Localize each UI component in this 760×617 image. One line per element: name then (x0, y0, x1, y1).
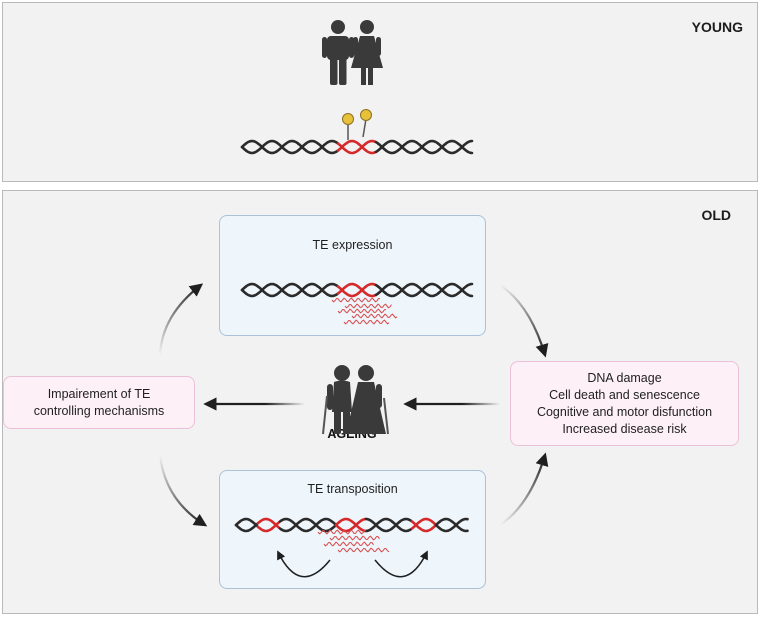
dna-helix-icon (240, 282, 474, 298)
dna-strand (240, 282, 340, 298)
rna-strand (351, 313, 398, 319)
te-segment (334, 517, 368, 533)
dna-strand (434, 517, 469, 533)
old-label: OLD (701, 207, 731, 223)
te-segment (334, 517, 368, 533)
consequence-dna-damage: DNA damage (587, 371, 662, 385)
jump-arrow-left (277, 550, 331, 578)
te-transposition-title: TE transposition (307, 482, 398, 496)
elderly-couple-icon (322, 365, 389, 435)
dna-strand (278, 517, 337, 533)
dna-strand (240, 139, 340, 155)
arrow-expression-to-consequences (499, 284, 549, 358)
rna-strand (331, 297, 380, 303)
young-couple-icon (322, 20, 383, 85)
jump-arrow-right (374, 550, 428, 578)
rna-strand (337, 547, 390, 553)
te-segment (336, 139, 377, 155)
te-expression-title: TE expression (312, 238, 393, 252)
arrow-transposition-to-consequences (499, 452, 549, 526)
consequence-cell-death: Cell death and senescence (549, 388, 700, 402)
te-segment (336, 139, 377, 155)
consequence-cognitive-motor: Cognitive and motor disfunction (536, 405, 713, 419)
dna-strand (374, 282, 474, 298)
methyl-group-icon (342, 109, 372, 140)
rna-strand-icon (317, 297, 398, 553)
impairment-line-1: Impairement of TE (47, 387, 151, 401)
dna-strand (374, 282, 474, 298)
young-panel: YOUNG (2, 2, 758, 182)
dna-strand (434, 517, 469, 533)
dna-strand (364, 517, 413, 533)
arrow-impairment-to-expression (158, 283, 204, 356)
impairment-line-2: controlling mechanisms (33, 404, 165, 418)
dna-strand (234, 517, 259, 528)
dna-strand (364, 517, 413, 533)
te-segment (410, 520, 438, 533)
rna-strand (323, 541, 374, 547)
rna-strand (329, 535, 380, 541)
impairment-box: Impairement of TE controlling mechanisms (3, 376, 195, 429)
rna-strand (337, 308, 386, 314)
dna-strand (374, 139, 474, 155)
dna-strand (278, 517, 337, 533)
dna-strand (374, 139, 474, 155)
dna-helix-icon (234, 517, 469, 533)
rna-strand (344, 303, 392, 309)
consequence-disease-risk: Increased disease risk (562, 422, 687, 436)
rna-strand (317, 529, 366, 535)
te-segment (256, 521, 281, 533)
consequences-box: DNA damage Cell death and senescence Cog… (510, 361, 739, 446)
dna-strand (234, 522, 259, 533)
te-segment (336, 282, 377, 298)
arrow-impairment-to-transposition (158, 454, 208, 527)
young-label: YOUNG (691, 19, 743, 35)
te-segment (336, 282, 377, 298)
rna-strand (343, 319, 390, 325)
dna-helix-icon (240, 139, 474, 155)
